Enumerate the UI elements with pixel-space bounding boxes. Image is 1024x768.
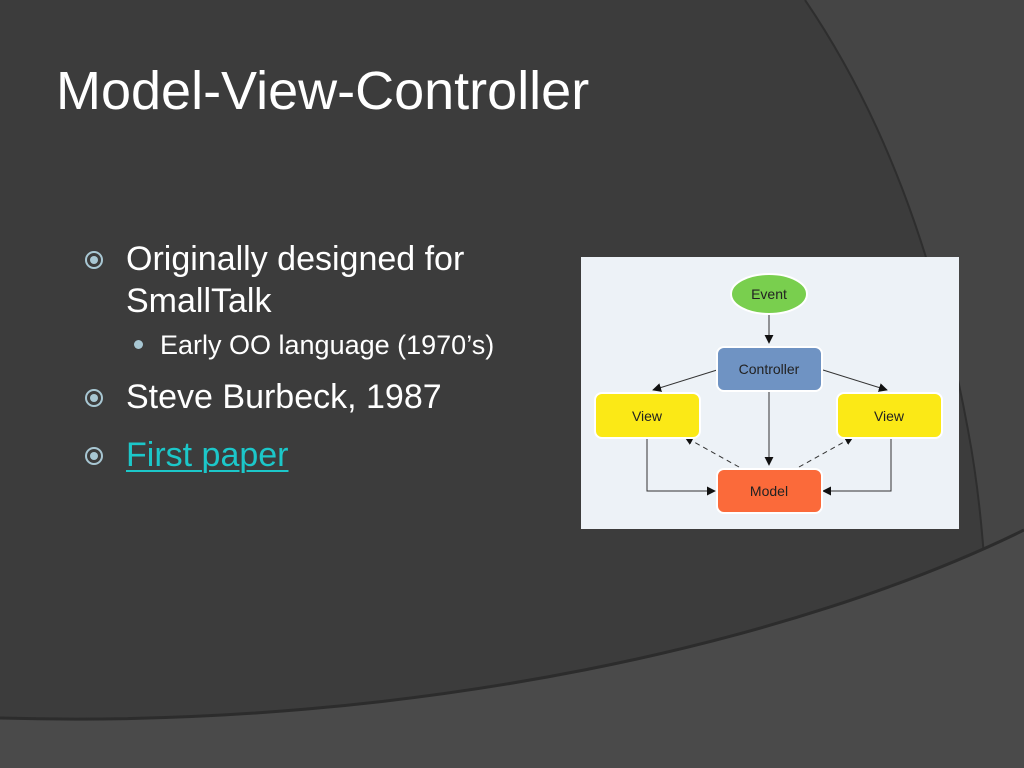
node-model: Model — [716, 468, 823, 514]
arrow-view-left-to-model — [646, 438, 716, 496]
node-event-label: Event — [751, 286, 787, 302]
dot-bullet-icon — [134, 340, 143, 349]
mvc-diagram-svg: Event Controller View View Model — [594, 273, 943, 514]
background-curve-top-right — [805, 0, 1024, 768]
target-bullet-icon — [85, 389, 103, 407]
diagram-connectors — [646, 314, 892, 496]
node-view-right-label: View — [874, 408, 905, 424]
target-bullet-icon — [85, 447, 103, 465]
mvc-diagram: Event Controller View View Model — [581, 257, 959, 529]
bullet-item: Originally designed for SmallTalk — [84, 238, 504, 322]
arrow-controller-to-view-right — [822, 369, 888, 392]
bullet-list: Originally designed for SmallTalk Early … — [84, 238, 504, 476]
node-controller-label: Controller — [739, 361, 800, 377]
slide-title: Model-View-Controller — [56, 61, 590, 121]
target-bullet-icon — [85, 251, 103, 269]
background-curve-bottom — [0, 530, 1024, 768]
node-view-left: View — [594, 392, 701, 439]
sub-bullet-list: Early OO language (1970’s) — [84, 328, 504, 362]
first-paper-link[interactable]: First paper — [126, 436, 289, 474]
arrow-model-to-view-left — [684, 436, 740, 468]
arrow-model-to-view-right — [798, 436, 854, 468]
arrow-view-right-to-model — [822, 438, 892, 496]
bullet-text: Steve Burbeck, 1987 — [126, 378, 442, 416]
bullet-text: Originally designed for SmallTalk — [126, 240, 465, 320]
sub-bullet-item: Early OO language (1970’s) — [132, 328, 504, 362]
sub-bullet-text: Early OO language (1970’s) — [160, 330, 495, 360]
arrow-controller-to-view-left — [652, 369, 718, 392]
node-view-left-label: View — [632, 408, 663, 424]
node-event: Event — [730, 273, 808, 315]
background-curve-bottom-outline — [0, 528, 1024, 721]
bullet-item: First paper — [84, 434, 504, 476]
bullet-item: Steve Burbeck, 1987 — [84, 376, 504, 418]
node-controller: Controller — [716, 346, 823, 392]
node-model-label: Model — [750, 483, 788, 499]
node-view-right: View — [836, 392, 943, 439]
